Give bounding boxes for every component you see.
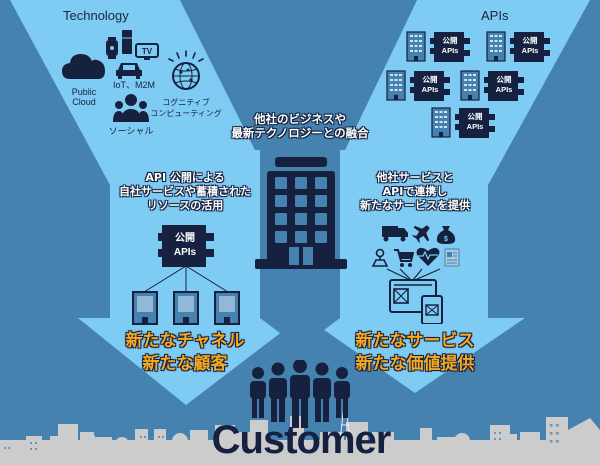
cart-icon (394, 249, 415, 267)
iot-devices-icon: TV (106, 30, 159, 79)
social-label: ソーシャル (108, 126, 154, 136)
api-puzzle-icon (455, 108, 495, 138)
news-icon (444, 248, 460, 267)
building-icon (486, 31, 506, 62)
building-icon (431, 107, 451, 138)
company-building-icon (255, 157, 347, 269)
map-pin-icon (372, 248, 389, 267)
technology-title: Technology (63, 8, 129, 23)
center-caption: 他社のビジネスや 最新テクノロジーとの融合 (231, 112, 369, 140)
svg-text:TV: TV (142, 47, 153, 56)
customer-people-icon (250, 360, 350, 428)
svg-text:$: $ (444, 236, 448, 243)
api-consumers-tree (132, 266, 240, 325)
api-puzzle-icon (158, 225, 214, 267)
web-mobile-app-icon (386, 268, 443, 324)
public-cloud-label: Public Cloud (71, 87, 97, 107)
truck-icon (382, 226, 408, 242)
customer-title: Customer (211, 418, 392, 462)
right-caption: 他社サービスと APIで連携し 新たなサービスを提供 (360, 171, 470, 212)
heart-rate-icon (416, 247, 440, 266)
api-puzzle-icon (484, 71, 524, 101)
api-puzzle-icon (410, 71, 450, 101)
cognitive-computing-label: コグニティブ コンピューティング (150, 98, 222, 118)
people-group-icon (113, 94, 149, 122)
api-puzzle-icon (510, 32, 550, 62)
service-icons: $ (372, 225, 460, 267)
apis-title: APIs (481, 8, 509, 23)
cognitive-globe-icon (168, 50, 204, 90)
building-icon (460, 70, 480, 101)
right-result: 新たなサービス 新たな価値提供 (355, 331, 475, 374)
money-bag-icon: $ (436, 226, 456, 244)
iot-m2m-label: IoT、M2M (112, 80, 155, 90)
left-caption: API 公開による 自社サービスや蓄積された リソースの活用 (119, 171, 251, 212)
right-funnel-arrow (307, 0, 590, 393)
building-icon (386, 70, 406, 101)
cloud-icon (62, 54, 105, 79)
left-result: 新たなチャネル 新たな顧客 (125, 331, 245, 374)
api-puzzle-icon (430, 32, 470, 62)
airplane-icon (412, 225, 430, 243)
building-icon (406, 31, 426, 62)
